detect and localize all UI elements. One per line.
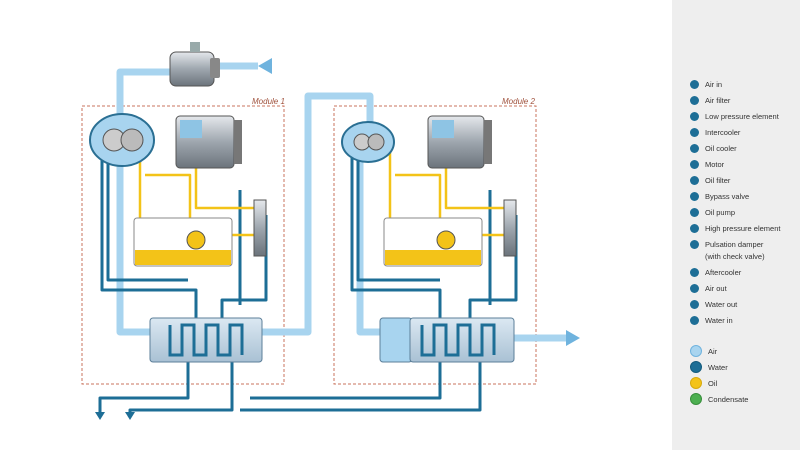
water-in-arrow-icon — [125, 412, 135, 420]
oil-cooler-1 — [253, 199, 267, 257]
air-color-icon — [690, 345, 702, 357]
oil-pump-2-icon — [436, 230, 456, 250]
legend-item: Pulsation damper — [690, 240, 763, 249]
intercooler — [409, 317, 515, 363]
water-color-icon — [690, 361, 702, 373]
air-pipes — [116, 62, 570, 342]
water-pipes — [98, 128, 518, 414]
motor-1 — [175, 115, 242, 169]
legend-item: Water in — [690, 316, 733, 325]
pulsation-note: (with check valve) — [705, 252, 765, 261]
legend-item: Oil filter — [690, 176, 730, 185]
legend-item: Water out — [690, 300, 737, 309]
high-pressure-element — [341, 121, 395, 163]
legend-item: Bypass valve — [690, 192, 749, 201]
legend-marker-icon — [690, 144, 699, 153]
legend-marker-icon — [690, 300, 699, 309]
color-key-air: Air — [690, 345, 717, 357]
legend-marker-icon — [690, 224, 699, 233]
legend-item: Low pressure element — [690, 112, 779, 121]
legend-item: Intercooler — [690, 128, 740, 137]
legend-marker-icon — [690, 96, 699, 105]
oil-level-2 — [385, 250, 481, 265]
oil-pump-1-icon — [186, 230, 206, 250]
legend-marker-icon — [690, 208, 699, 217]
motor-2 — [427, 115, 492, 169]
legend-item: Oil cooler — [690, 144, 737, 153]
low-pressure-element — [89, 113, 155, 167]
legend-marker-icon — [690, 284, 699, 293]
oil-level-1 — [135, 250, 231, 265]
legend-item: Air in — [690, 80, 722, 89]
air-filter — [169, 42, 220, 87]
legend-item: Aftercooler — [690, 268, 741, 277]
oil-cooler-2 — [503, 199, 517, 257]
color-key-water: Water — [690, 361, 728, 373]
legend-item: Air filter — [690, 96, 730, 105]
module-2-label: Module 2 — [502, 97, 535, 106]
legend-item: Motor — [690, 160, 724, 169]
legend-marker-icon — [690, 192, 699, 201]
legend-marker-icon — [690, 80, 699, 89]
condensate-color-icon — [690, 393, 702, 405]
aftercooler-1 — [149, 317, 263, 363]
color-key-condensate: Condensate — [690, 393, 748, 405]
legend-item: Oil pump — [690, 208, 735, 217]
legend-panel: Air in Air filter Low pressure element I… — [672, 0, 800, 450]
module-1-label: Module 1 — [252, 97, 285, 106]
legend-marker-icon — [690, 268, 699, 277]
legend-item: Air out — [690, 284, 727, 293]
legend-marker-icon — [690, 240, 699, 249]
pulsation-damper — [379, 317, 413, 363]
legend-marker-icon — [690, 160, 699, 169]
compressor-flow-diagram: Module 1 Module 2 — [81, 42, 580, 420]
module-2-frame — [333, 105, 537, 385]
legend-marker-icon — [690, 128, 699, 137]
module-1-frame — [81, 105, 285, 385]
legend-marker-icon — [690, 176, 699, 185]
air-in-arrow-icon — [258, 58, 272, 74]
legend-marker-icon — [690, 112, 699, 121]
air-out-arrow-icon — [566, 330, 580, 346]
legend-marker-icon — [690, 316, 699, 325]
legend-item: High pressure element — [690, 224, 780, 233]
oil-color-icon — [690, 377, 702, 389]
water-out-arrow-icon — [95, 412, 105, 420]
color-key-oil: Oil — [690, 377, 717, 389]
